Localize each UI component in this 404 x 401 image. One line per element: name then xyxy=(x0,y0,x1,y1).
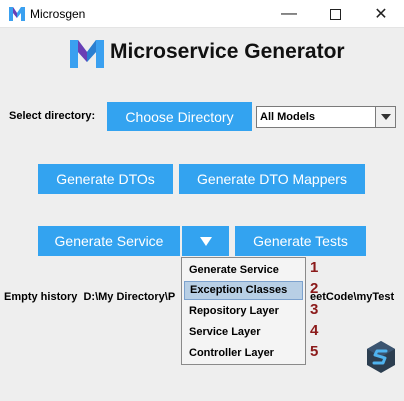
close-icon: ✕ xyxy=(374,6,388,23)
maximize-icon xyxy=(329,8,341,20)
service-dropdown-menu: Generate Service Exception Classes Repos… xyxy=(181,257,306,365)
generate-dto-mappers-button[interactable]: Generate DTO Mappers xyxy=(179,164,365,194)
annotation-number-3: 3 xyxy=(310,301,319,318)
menu-item-generate-service[interactable]: Generate Service xyxy=(184,261,303,280)
generate-dtos-button[interactable]: Generate DTOs xyxy=(38,164,173,194)
menu-item-service-layer[interactable]: Service Layer xyxy=(184,323,303,342)
window-titlebar: Microsgen — ✕ xyxy=(0,0,404,28)
generate-service-label: Generate Service xyxy=(54,233,164,249)
menu-item-label: Controller Layer xyxy=(189,347,274,359)
menu-item-label: Service Layer xyxy=(189,326,261,338)
menu-item-controller-layer[interactable]: Controller Layer xyxy=(184,344,303,363)
maximize-button[interactable] xyxy=(312,0,358,28)
microsgen-app-icon xyxy=(9,7,25,21)
generate-service-dropdown-button[interactable] xyxy=(182,226,229,256)
menu-item-label: Generate Service xyxy=(189,264,279,276)
directory-path-tail: eetCode\myTest xyxy=(310,291,404,305)
directory-path-end: eetCode\myTest xyxy=(310,291,395,303)
generate-tests-label: Generate Tests xyxy=(253,233,348,249)
annotation-number-2: 2 xyxy=(310,280,319,297)
status-bar: Empty history D:\My Directory\P xyxy=(4,291,404,305)
chevron-down-icon xyxy=(380,114,391,120)
minimize-icon: — xyxy=(281,5,297,22)
generate-tests-button[interactable]: Generate Tests xyxy=(235,226,366,256)
menu-item-exception-classes[interactable]: Exception Classes xyxy=(184,281,303,300)
select-directory-label: Select directory: xyxy=(9,110,96,122)
annotation-number-5: 5 xyxy=(310,343,319,360)
model-select-arrow[interactable] xyxy=(375,107,395,127)
s-cube-logo-icon xyxy=(367,341,395,373)
generate-service-button[interactable]: Generate Service xyxy=(38,226,180,256)
annotation-number-4: 4 xyxy=(310,322,319,339)
generate-dto-mappers-label: Generate DTO Mappers xyxy=(197,171,347,187)
menu-item-label: Exception Classes xyxy=(190,284,288,296)
history-status: Empty history xyxy=(4,291,78,303)
microsgen-logo-icon xyxy=(70,40,104,68)
choose-directory-button[interactable]: Choose Directory xyxy=(107,102,252,131)
generate-dtos-label: Generate DTOs xyxy=(56,171,155,187)
menu-item-repository-layer[interactable]: Repository Layer xyxy=(184,302,303,321)
minimize-button[interactable]: — xyxy=(266,0,312,28)
choose-directory-label: Choose Directory xyxy=(125,108,234,125)
window-title: Microsgen xyxy=(30,7,86,21)
model-select[interactable]: All Models xyxy=(256,106,396,128)
app-title: Microservice Generator xyxy=(110,40,345,63)
caret-down-icon xyxy=(199,236,212,246)
annotation-number-1: 1 xyxy=(310,259,319,276)
close-button[interactable]: ✕ xyxy=(358,0,404,28)
menu-item-label: Repository Layer xyxy=(189,305,279,317)
model-select-value: All Models xyxy=(260,111,316,123)
directory-path: D:\My Directory\P xyxy=(83,291,176,303)
